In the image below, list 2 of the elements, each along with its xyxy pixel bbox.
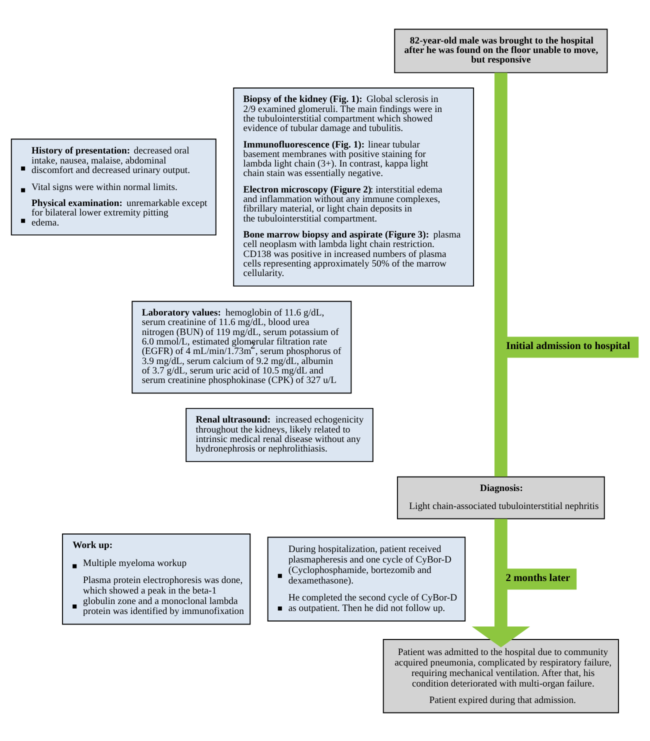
edge-label: Initial admission to hospital	[506, 340, 630, 352]
edge-label: 2 months later	[506, 572, 570, 584]
